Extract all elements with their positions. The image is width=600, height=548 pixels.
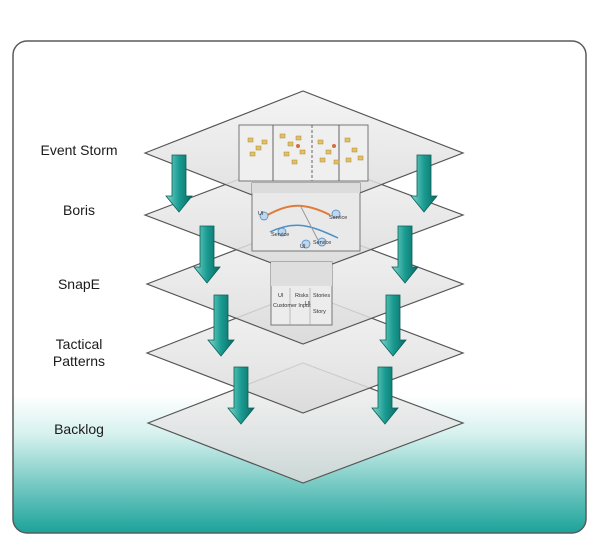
down-arrow-4 [207, 294, 235, 357]
boris-label-3: UI [300, 244, 306, 250]
label-backlog: Backlog [54, 421, 104, 437]
label-tactical-line2: Patterns [53, 353, 105, 369]
boris-label-1: Service [329, 215, 347, 221]
snape-label-5: Story [313, 309, 326, 315]
boris-label-2: Service [271, 232, 289, 238]
down-arrow-0 [165, 154, 193, 213]
boris-label-0: UI [258, 211, 264, 217]
label-tactical-line1: Tactical [56, 336, 103, 352]
down-arrow-5 [379, 294, 407, 357]
label-boris: Boris [63, 202, 95, 218]
snape-label-3: Customer Input [273, 303, 311, 309]
down-arrow-7 [371, 366, 399, 425]
boris-thumbnail: UI Service Service UI Service [251, 182, 361, 252]
label-snape: SnapE [58, 276, 100, 292]
snape-label-4: UI [305, 301, 311, 307]
snape-label-2: Stories [313, 293, 330, 299]
layer-labels: Event Storm Boris SnapE Tactical Pattern… [40, 142, 117, 437]
down-arrow-6 [227, 366, 255, 425]
label-event-storm: Event Storm [40, 142, 117, 158]
snape-thumbnail: UI Risks Stories Customer Input UI Story [270, 261, 333, 326]
down-arrow-3 [391, 225, 419, 284]
down-arrow-2 [193, 225, 221, 284]
snape-label-0: UI [278, 293, 284, 299]
snape-label-1: Risks [295, 293, 309, 299]
down-arrow-1 [410, 154, 438, 213]
boris-label-4: Service [313, 240, 331, 246]
event-storm-thumbnail [238, 124, 369, 182]
arrows-group [165, 154, 438, 425]
